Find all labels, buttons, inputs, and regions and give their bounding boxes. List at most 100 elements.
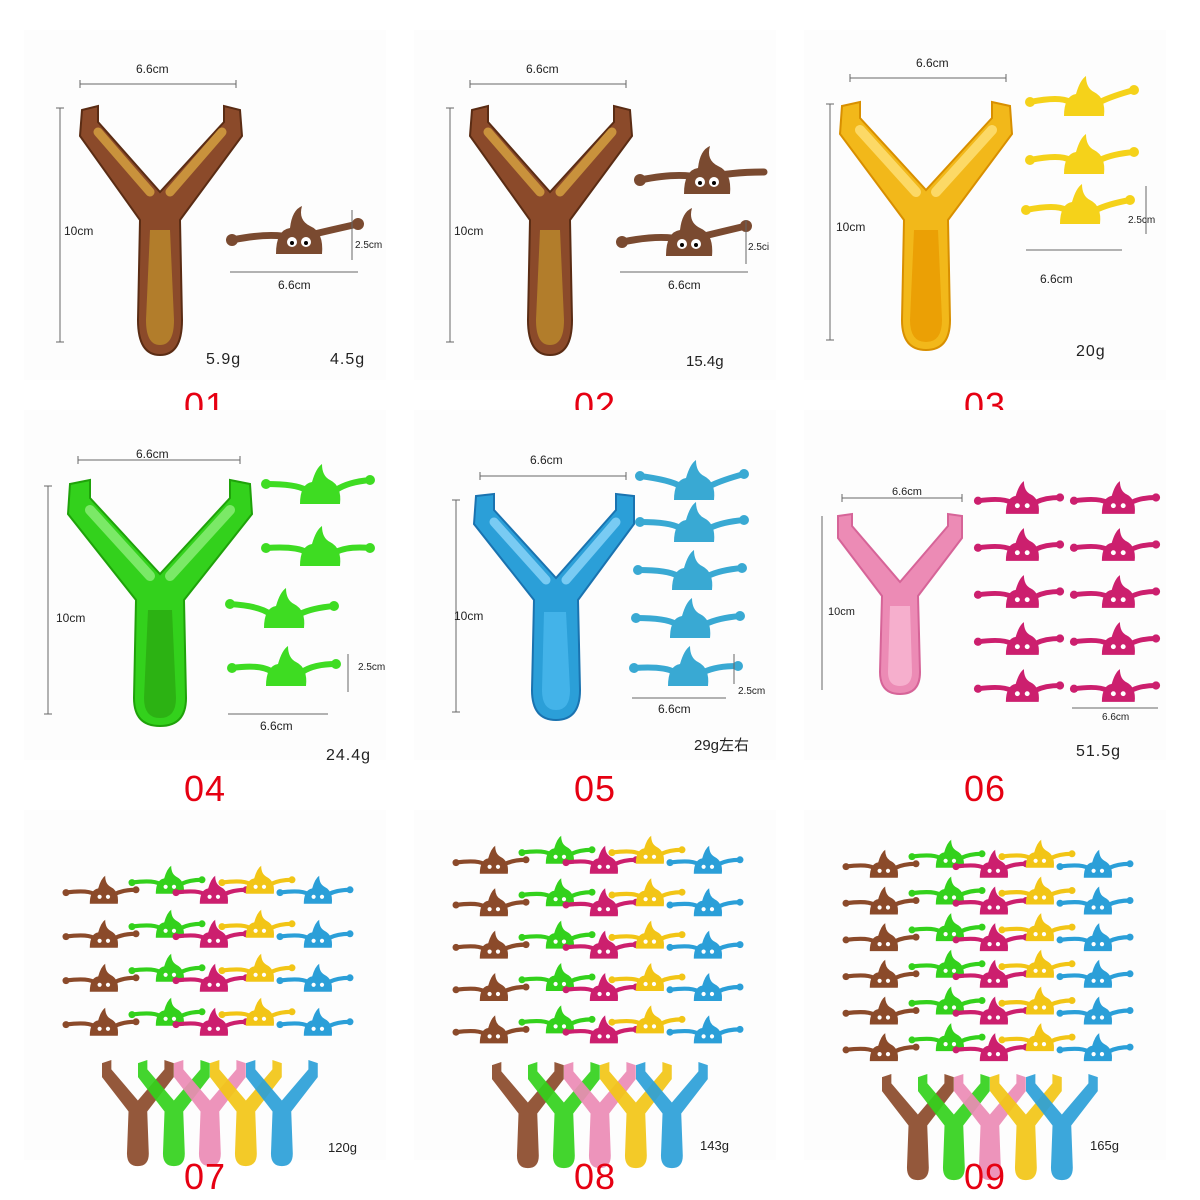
poop-ammo-icon — [226, 206, 364, 254]
product-panel-08[interactable]: 143g 08 — [400, 800, 790, 1197]
poop-ammo-icon — [276, 919, 354, 948]
product-panel-06[interactable]: 6.6cm 10cm 6.6cm 51.5g 06 — [790, 400, 1180, 809]
poop-ammo-icon — [635, 460, 749, 500]
panel-background — [24, 30, 386, 380]
bundle-illustration — [62, 865, 354, 1167]
poop-ammo-icon — [629, 646, 743, 686]
poop-ammo-icon — [973, 481, 1065, 514]
poop-ammo-icon — [842, 849, 920, 878]
panel-illustration: 6.6cm 10cm 6.6cm 51.5g — [821, 481, 1161, 760]
poop-ammo-icon — [842, 959, 920, 988]
product-panel-01[interactable]: 6.6cm 10cm 2.5cm 6.6cm 5.9g 4.5g 01 — [10, 20, 400, 426]
slingshot-icon — [468, 104, 634, 357]
poop-ammo-icon — [128, 865, 206, 894]
ammo-width-label: 6.6cm — [668, 278, 701, 292]
sling-width-label: 6.6cm — [916, 56, 949, 70]
product-panel-05[interactable]: 6.6cm 10cm — [400, 400, 790, 809]
bundle-illustration — [452, 835, 744, 1169]
poop-ammo-icon — [952, 849, 1030, 878]
poop-ammo-icon — [218, 997, 296, 1026]
poop-ammo-icon — [908, 913, 986, 942]
poop-ammo-icon — [1056, 849, 1134, 878]
poop-ammo-icon — [518, 920, 596, 949]
poop-ammo-icon — [518, 963, 596, 991]
product-panel-03[interactable]: 6.6cm 10cm 2.5cm — [790, 20, 1180, 426]
poop-ammo-icon — [1056, 996, 1134, 1025]
product-panel-07[interactable]: 120g 07 — [10, 800, 400, 1197]
poop-ammo-icon — [1056, 1033, 1134, 1062]
poop-ammo-icon — [225, 588, 339, 628]
poop-ammo-icon — [842, 886, 920, 915]
ammo-height-label: 2.5cm — [1128, 215, 1155, 226]
sling-height-label: 10cm — [828, 606, 855, 618]
slingshot-icon — [636, 1062, 708, 1169]
poop-ammo-icon — [1069, 575, 1161, 608]
weight-label: 5.9g — [206, 351, 241, 368]
poop-ammo-icon — [218, 909, 296, 938]
panel-weight-layer: 120g — [328, 1140, 357, 1155]
weight-label: 143g — [700, 1138, 729, 1153]
weight-label: 120g — [328, 1140, 357, 1155]
poop-ammo-icon — [172, 1007, 250, 1036]
weight-label-2: 4.5g — [330, 351, 365, 368]
poop-ammo-group — [973, 481, 1161, 702]
sling-height-label: 10cm — [454, 609, 483, 623]
poop-ammo-icon — [998, 913, 1076, 942]
poop-ammo-icon — [1056, 959, 1134, 988]
panel-illustration: 6.6cm 10cm — [44, 447, 385, 764]
panel-illustration: 6.6cm 10cm 2.5cm — [826, 56, 1155, 360]
poop-ammo-icon — [973, 575, 1065, 608]
product-panel-02[interactable]: 6.6cm 10cm 2.5ci 6.6cm — [400, 20, 790, 426]
weight-label: 15.4g — [686, 353, 724, 370]
poop-ammo-icon — [908, 1023, 986, 1052]
poop-ammo-icon — [1069, 528, 1161, 561]
ammo-width-label: 6.6cm — [1102, 712, 1129, 723]
panel-number: 05 — [573, 768, 617, 809]
weight-label: 51.5g — [1076, 743, 1121, 760]
poop-ammo-icon — [998, 949, 1076, 978]
sling-width-label: 6.6cm — [530, 453, 563, 467]
poop-ammo-icon — [666, 845, 744, 874]
panel-weight-layer: 165g — [1090, 1138, 1119, 1153]
product-panel-09[interactable]: 165g 09 — [790, 800, 1180, 1197]
poop-ammo-icon — [842, 996, 920, 1025]
slingshot-icon — [66, 478, 254, 728]
poop-ammo-icon — [261, 464, 375, 504]
poop-ammo-icon — [172, 875, 250, 904]
ammo-height-label: 2.5cm — [355, 240, 382, 251]
sling-height-label: 10cm — [836, 220, 865, 234]
poop-ammo-icon — [452, 973, 530, 1001]
sling-height-label: 10cm — [56, 611, 85, 625]
ammo-height-label: 2.5cm — [738, 686, 765, 697]
poop-ammo-icon — [608, 963, 686, 991]
poop-ammo-icon — [635, 502, 749, 542]
poop-ammo-icon — [666, 1015, 744, 1044]
poop-ammo-icon — [633, 550, 747, 590]
sling-width-label: 6.6cm — [526, 62, 559, 76]
slingshot-icon — [1026, 1074, 1098, 1181]
panel-background — [414, 30, 776, 380]
poop-ammo-icon — [518, 878, 596, 907]
poop-ammo-icon — [128, 953, 206, 982]
poop-ammo-icon — [261, 526, 375, 566]
poop-ammo-icon — [452, 845, 530, 874]
poop-ammo-icon — [666, 888, 744, 917]
poop-ammo-icon — [973, 528, 1065, 561]
poop-ammo-icon — [518, 1005, 596, 1034]
poop-ammo-icon — [218, 865, 296, 894]
slingshot-icon — [78, 104, 244, 357]
poop-ammo-icon — [227, 646, 341, 686]
product-panel-04[interactable]: 6.6cm 10cm — [10, 400, 400, 809]
poop-ammo-icon — [128, 997, 206, 1026]
sling-width-label: 6.6cm — [892, 486, 922, 498]
sling-width-label: 6.6cm — [136, 62, 169, 76]
poop-ammo-icon — [1025, 76, 1139, 116]
poop-ammo-icon — [172, 963, 250, 992]
poop-ammo-icon — [842, 1033, 920, 1062]
poop-ammo-icon — [1021, 184, 1135, 224]
poop-ammo-icon — [218, 953, 296, 982]
weight-label: 20g — [1076, 343, 1106, 360]
poop-ammo-icon — [908, 949, 986, 978]
ammo-width-label: 6.6cm — [260, 719, 293, 733]
ammo-height-label: 2.5cm — [358, 662, 385, 673]
